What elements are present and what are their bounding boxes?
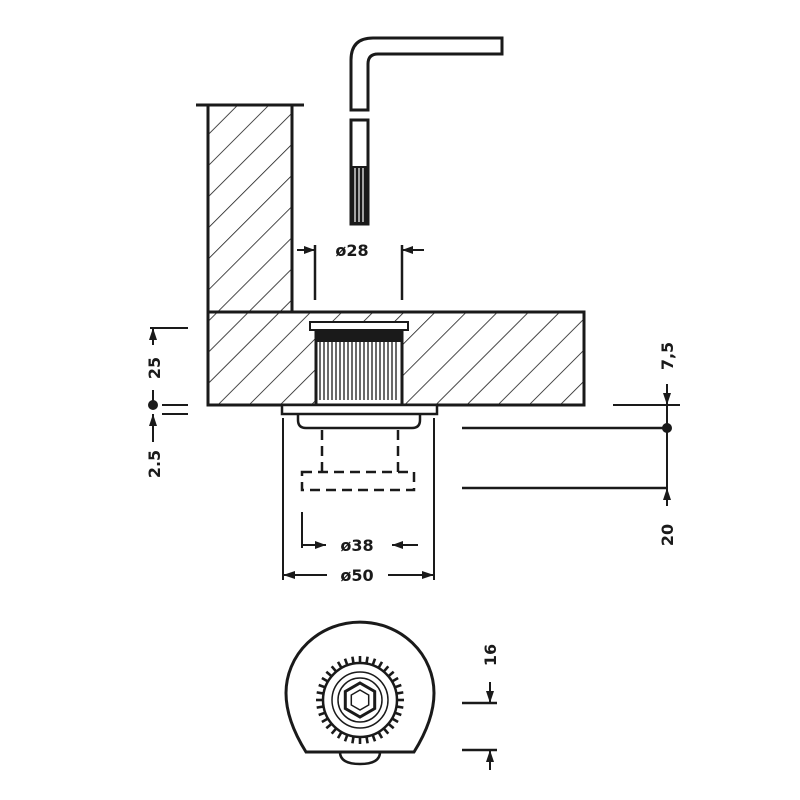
dimension-7-5: 7,5: [613, 342, 680, 406]
hex-socket-icon: [343, 681, 377, 719]
connector-bottom-view: [284, 620, 436, 766]
wall-panel-section: [196, 103, 304, 314]
dimension-20: 20: [462, 405, 677, 546]
dimension-2-5: 2.5: [145, 414, 164, 478]
dimension-16: 16: [462, 644, 500, 770]
dimension-16-label: 16: [481, 644, 500, 666]
dimension-d38: ø38: [301, 512, 418, 555]
dimension-d50: ø50: [282, 418, 435, 585]
dimension-d28: ø28: [297, 241, 424, 300]
dimension-20-label: 20: [658, 524, 677, 546]
hex-key-knurled-tip: [351, 166, 368, 224]
dimension-d50-label: ø50: [340, 566, 373, 585]
dimension-2-5-label: 2.5: [145, 450, 164, 478]
dimension-d38-label: ø38: [340, 536, 373, 555]
connector-body: [280, 321, 439, 430]
hidden-bolt-outline: [300, 430, 416, 492]
dimension-7-5-label: 7,5: [658, 342, 677, 370]
dimension-d28-label: ø28: [335, 241, 368, 260]
hex-key: [349, 36, 504, 226]
dimension-25: 25: [145, 327, 188, 415]
dimension-25-label: 25: [145, 357, 164, 379]
knurled-body: [316, 328, 402, 400]
